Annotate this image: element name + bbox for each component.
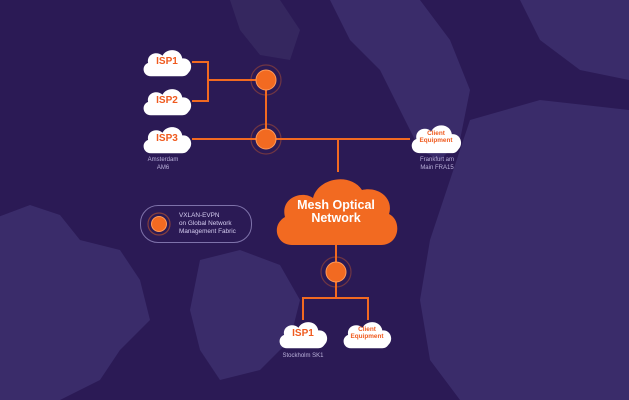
map-landmass-north-isles	[230, 0, 300, 60]
map-landmass-west	[0, 205, 150, 400]
isp3-label: ISP3	[156, 132, 178, 144]
legend-text: VXLAN-EVPN on Global Network Management …	[179, 212, 251, 236]
fabric-node-bottom	[320, 256, 352, 288]
map-landmass-scandinavia	[330, 0, 470, 160]
stockholm-client-line1: Client	[358, 326, 376, 334]
mesh-label-line1: Mesh Optical	[297, 197, 375, 212]
map-landmass-north	[520, 0, 629, 80]
isp1-cloud-stockholm[interactable]: ISP1	[276, 318, 330, 350]
client-equipment-cloud-stockholm[interactable]: Client Equipment	[340, 318, 394, 350]
isp1-cloud-amsterdam[interactable]: ISP1	[140, 46, 194, 78]
fabric-node-middle	[250, 123, 282, 155]
isp1-label: ISP1	[156, 55, 178, 67]
client-equipment-cloud-frankfurt[interactable]: Client Equipment	[408, 121, 464, 155]
client-equipment-label-stockholm: Client Equipment	[340, 318, 394, 350]
stockholm-client-line2: Equipment	[350, 333, 384, 340]
legend-line3: Management Fabric	[179, 228, 236, 235]
mesh-optical-network-label: Mesh Optical Network	[270, 168, 402, 248]
isp2-cloud[interactable]: ISP2	[140, 85, 194, 117]
mesh-label-line2: Network	[311, 211, 361, 225]
amsterdam-location-caption: Amsterdam AM6	[138, 156, 188, 172]
client-equipment-label-frankfurt: Client Equipment	[408, 121, 464, 155]
isp1-link	[192, 61, 266, 81]
frankfurt-location-line1: Frankfurt am	[419, 157, 454, 163]
legend-line2: on Global Network	[179, 220, 232, 227]
isp3-cloud[interactable]: ISP3	[140, 123, 194, 155]
map-landmass-east	[420, 100, 629, 400]
fabric-node-top	[250, 64, 282, 96]
client-equipment-line2: Equipment	[419, 137, 453, 144]
isp2-label: ISP2	[156, 94, 178, 106]
frankfurt-location-caption: Frankfurt am Main FRA15	[410, 156, 464, 172]
amsterdam-location-line2: AM6	[156, 165, 170, 171]
stockholm-location-caption: Stockholm SK1	[282, 353, 324, 359]
legend: VXLAN-EVPN on Global Network Management …	[140, 205, 252, 243]
isp2-link	[192, 80, 209, 102]
frankfurt-location-line2: Main FRA15	[420, 165, 454, 171]
client-equipment-line1: Client	[427, 130, 445, 138]
vxlan-node-icon	[147, 212, 171, 236]
stockholm-isp1-label: ISP1	[292, 327, 314, 339]
amsterdam-location-line1: Amsterdam	[147, 157, 179, 163]
mesh-optical-network-cloud[interactable]: Mesh Optical Network	[270, 168, 402, 248]
stockholm-client-link	[336, 297, 369, 320]
legend-line1: VXLAN-EVPN	[179, 212, 220, 219]
map-landmass-central	[190, 250, 300, 380]
